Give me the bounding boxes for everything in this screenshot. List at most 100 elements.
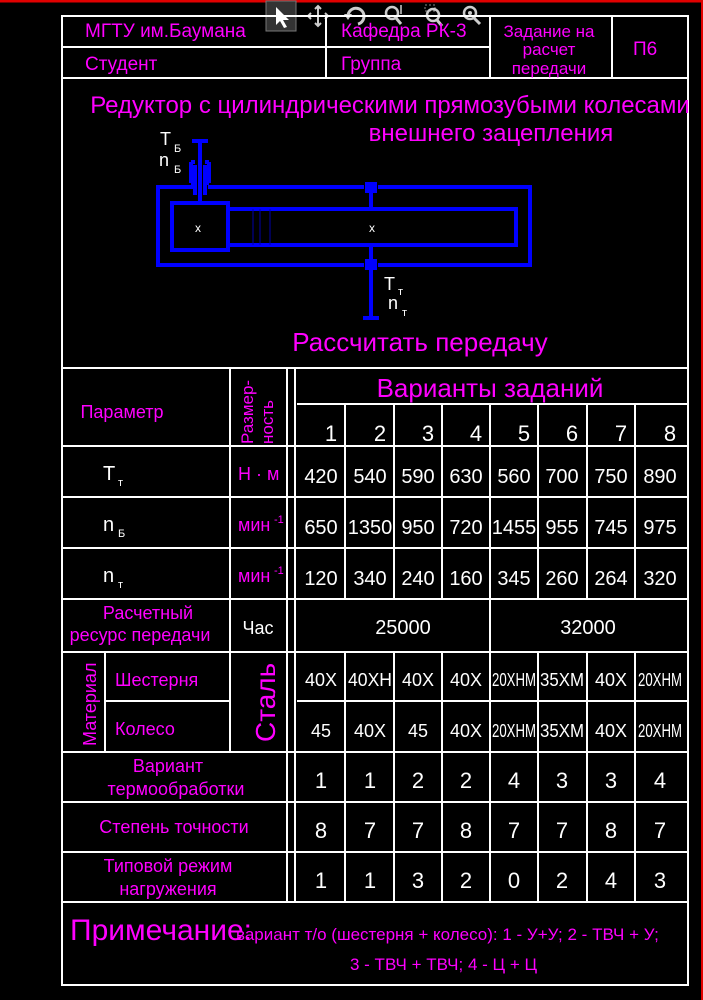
value-cell: 890 <box>643 466 676 488</box>
sheet-frame <box>61 15 689 986</box>
load-label-line2: нагружения <box>119 879 216 899</box>
variant-number-2: 2 <box>374 421 386 446</box>
dim-header-line2: ность <box>258 400 277 444</box>
unit-superscript: -1 <box>274 565 284 577</box>
variant-number-8: 8 <box>664 421 676 446</box>
heat-variant-cell: 3 <box>605 768 617 793</box>
pinion-mark: x <box>195 221 201 235</box>
resource-unit: Час <box>242 618 273 638</box>
value-cell: 560 <box>497 466 530 488</box>
wheel-material-cell: 40Х <box>450 721 482 741</box>
param-symbol: n <box>103 565 114 587</box>
param-subscript: Б <box>118 528 125 540</box>
heat-variant-cell: 3 <box>556 768 568 793</box>
resource-label-line2: ресурс передачи <box>70 625 211 645</box>
wheel-label: Колесо <box>115 719 175 739</box>
heat-variant-cell: 2 <box>460 768 472 793</box>
task-title-line1: Задание на <box>503 22 595 41</box>
pinion-material-cell: 35ХМ <box>540 670 584 690</box>
output-torque-subscript: т <box>398 286 403 298</box>
resource-label-line1: Расчетный <box>103 603 193 623</box>
value-cell: 340 <box>353 568 386 590</box>
value-cell: 260 <box>545 568 578 590</box>
output-speed-subscript: т <box>402 307 407 319</box>
accuracy-cell: 7 <box>412 818 424 843</box>
heat-variant-cell: 4 <box>654 768 666 793</box>
param-symbol: T <box>103 463 115 485</box>
value-cell: 720 <box>449 517 482 539</box>
accuracy-cell: 7 <box>556 818 568 843</box>
param-subscript: т <box>118 579 123 591</box>
unit-label: мин <box>238 566 270 586</box>
value-cell: 264 <box>594 568 627 590</box>
zoom-extents-icon[interactable] <box>462 5 482 26</box>
value-cell: 320 <box>643 568 676 590</box>
accuracy-cell: 7 <box>364 818 376 843</box>
input-torque-label: T <box>160 129 171 149</box>
accuracy-cell: 8 <box>605 818 617 843</box>
university-label: МГТУ им.Баумана <box>85 21 246 42</box>
input-torque-subscript: Б <box>174 143 181 155</box>
heat-variant-cell: 4 <box>508 768 520 793</box>
title-line2: внешнего зацепления <box>369 120 614 147</box>
pinion-material-cell: 40Х <box>595 670 627 690</box>
output-speed-label: n <box>388 293 398 313</box>
wheel-material-cell: 45 <box>311 721 331 741</box>
variant-number-4: 4 <box>470 421 482 446</box>
load-mode-cell: 4 <box>605 868 617 893</box>
input-speed-subscript: Б <box>174 164 181 176</box>
variant-number-7: 7 <box>615 421 627 446</box>
value-cell: 345 <box>497 568 530 590</box>
load-mode-cell: 3 <box>412 868 424 893</box>
resource-value-5-8: 32000 <box>560 617 616 639</box>
accuracy-cell: 7 <box>508 818 520 843</box>
value-cell: 975 <box>643 517 676 539</box>
input-speed-label: n <box>159 150 169 170</box>
wheel-material-cell: 20ХНМ <box>492 721 536 741</box>
value-cell: 955 <box>545 517 578 539</box>
load-mode-cell: 2 <box>460 868 472 893</box>
steel-label: Сталь <box>250 663 281 742</box>
load-label-line1: Типовой режим <box>104 856 233 876</box>
department-label: Кафедра РК-3 <box>341 21 467 42</box>
wheel-material-cell: 35ХМ <box>540 721 584 741</box>
pinion-material-cell: 40Х <box>402 670 434 690</box>
resource-value-1-4: 25000 <box>375 617 431 639</box>
group-field[interactable]: Группа <box>341 54 402 75</box>
note-label: Примечание: <box>70 914 252 947</box>
accuracy-cell: 8 <box>315 818 327 843</box>
zoom-realtime-icon[interactable] <box>384 5 403 25</box>
output-torque-label: T <box>384 274 395 294</box>
load-mode-cell: 2 <box>556 868 568 893</box>
dim-header-line1: Размер- <box>238 380 257 444</box>
value-cell: 950 <box>401 517 434 539</box>
heat-variant-cell: 1 <box>315 768 327 793</box>
title-line1: Редуктор с цилиндрическими прямозубыми к… <box>90 92 690 119</box>
gearbox-kinematic-diagram: x x T Б n Б T т n т <box>156 129 532 320</box>
accuracy-cell: 8 <box>460 818 472 843</box>
variant-number-3: 3 <box>422 421 434 446</box>
unit-label: Н · м <box>238 464 279 484</box>
wheel-material-cell: 40Х <box>354 721 386 741</box>
pinion-material-cell: 40ХН <box>348 670 392 690</box>
load-mode-cell: 3 <box>654 868 666 893</box>
wheel-material-cell: 40Х <box>595 721 627 741</box>
value-cell: 540 <box>353 466 386 488</box>
unit-label: мин <box>238 515 270 535</box>
student-field[interactable]: Студент <box>85 54 158 75</box>
value-cell: 700 <box>545 466 578 488</box>
value-cell: 630 <box>449 466 482 488</box>
pinion-material-cell: 20ХНМ <box>492 670 536 690</box>
value-cell: 590 <box>401 466 434 488</box>
task-title-line2: расчет <box>523 40 576 59</box>
sheet-code: П6 <box>633 39 657 60</box>
value-cell: 745 <box>594 517 627 539</box>
value-cell: 750 <box>594 466 627 488</box>
pinion-material-cell: 40Х <box>450 670 482 690</box>
value-cell: 160 <box>449 568 482 590</box>
param-header: Параметр <box>80 402 163 422</box>
heat-variant-cell: 1 <box>364 768 376 793</box>
load-mode-cell: 0 <box>508 868 520 893</box>
